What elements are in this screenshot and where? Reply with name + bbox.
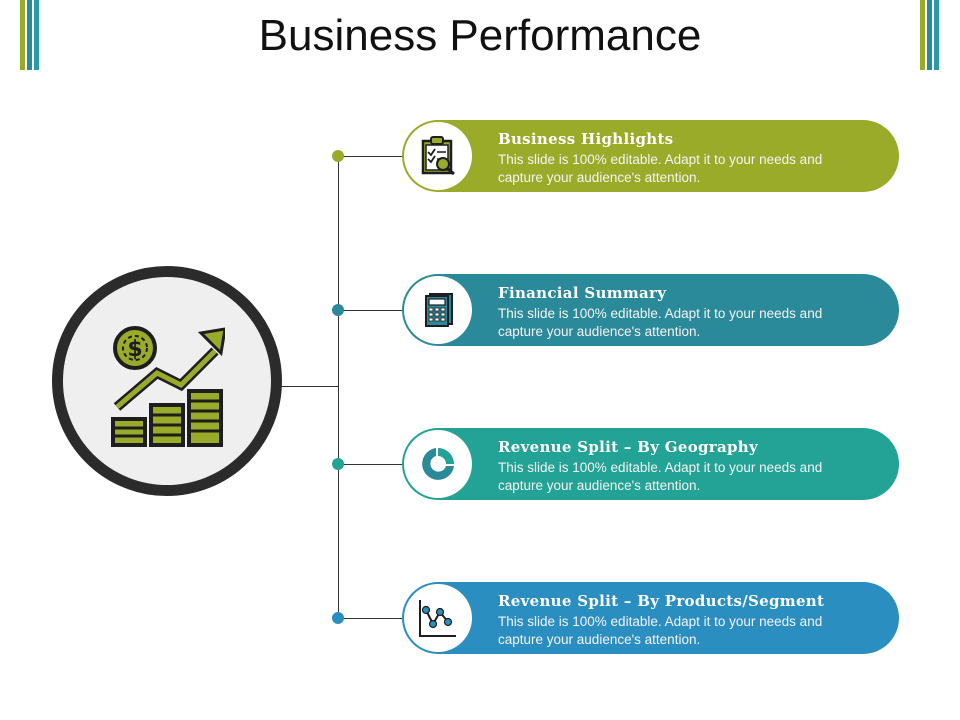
connector-branch-4	[338, 618, 404, 619]
item-description: This slide is 100% editable. Adapt it to…	[498, 306, 823, 339]
corner-bar	[920, 0, 925, 70]
corner-decoration-left	[20, 0, 44, 70]
hub-circle: $	[52, 266, 282, 496]
item-description: This slide is 100% editable. Adapt it to…	[498, 152, 823, 185]
item-title: Financial Summary	[498, 284, 667, 302]
money-growth-chart-icon: $	[111, 326, 225, 447]
node-dot-2	[332, 304, 344, 316]
donut-chart-icon	[422, 448, 454, 480]
clipboard-checklist-icon	[421, 136, 455, 176]
item-financial-summary: Financial Summary This slide is 100% edi…	[402, 274, 899, 346]
connector-hub	[278, 386, 339, 387]
item-icon-badge	[404, 430, 472, 498]
item-title: Revenue Split – By Products/Segment	[498, 592, 825, 610]
item-description: This slide is 100% editable. Adapt it to…	[498, 614, 823, 647]
item-description: This slide is 100% editable. Adapt it to…	[498, 460, 823, 493]
node-dot-1	[332, 150, 344, 162]
item-icon-badge	[404, 276, 472, 344]
connector-branch-2	[338, 310, 404, 311]
item-icon-badge	[404, 122, 472, 190]
item-revenue-geography: Revenue Split – By Geography This slide …	[402, 428, 899, 500]
corner-decoration-right	[920, 0, 944, 70]
connector-branch-3	[338, 464, 404, 465]
calculator-document-icon	[425, 293, 453, 327]
page-title: Business Performance	[258, 11, 702, 60]
node-dot-4	[332, 612, 344, 624]
line-chart-icon	[419, 600, 456, 637]
corner-bar	[27, 0, 32, 70]
item-revenue-products: Revenue Split – By Products/Segment This…	[402, 582, 899, 654]
item-title: Business Highlights	[498, 130, 674, 148]
corner-bar	[927, 0, 932, 70]
connector-vertical	[338, 156, 339, 618]
svg-text:$: $	[127, 337, 142, 362]
corner-bar	[34, 0, 39, 70]
connector-branch-1	[338, 156, 404, 157]
item-title: Revenue Split – By Geography	[498, 438, 759, 456]
item-business-highlights: Business Highlights This slide is 100% e…	[402, 120, 899, 192]
corner-bar	[934, 0, 939, 70]
node-dot-3	[332, 458, 344, 470]
item-icon-badge	[404, 584, 472, 652]
corner-bar	[20, 0, 25, 70]
